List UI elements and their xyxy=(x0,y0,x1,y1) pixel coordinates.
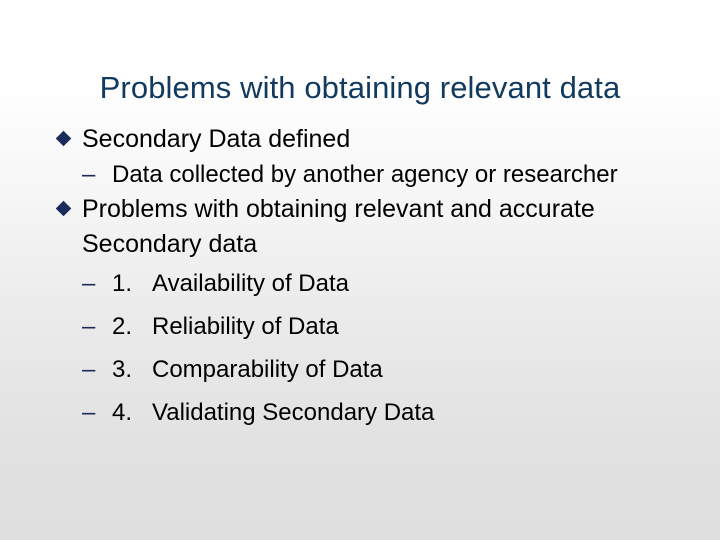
dash-bullet-icon: – xyxy=(82,356,96,383)
dash-bullet-icon: – xyxy=(82,161,96,188)
numbered-item: – 3. Comparability of Data xyxy=(56,348,696,391)
bullet-text: Problems with obtaining relevant and acc… xyxy=(82,195,595,258)
dash-bullet-icon: – xyxy=(82,313,96,340)
item-number: 1. xyxy=(112,270,133,297)
slide-title: Problems with obtaining relevant data xyxy=(99,69,621,105)
item-number: 2. xyxy=(112,313,133,340)
bullet-item-level2: – Data collected by another agency or re… xyxy=(56,157,696,192)
item-number: 3. xyxy=(112,356,133,383)
bullet-item-level1: Problems with obtaining relevant and acc… xyxy=(55,192,696,262)
diamond-bullet-icon xyxy=(55,130,72,147)
bullet-text: Validating Secondary Data xyxy=(152,399,435,426)
bullet-item-level1: Secondary Data defined xyxy=(55,122,696,157)
numbered-item: – 2. Reliability of Data xyxy=(56,305,696,348)
slide-body-outline: Secondary Data defined – Data collected … xyxy=(55,122,696,434)
diamond-bullet-icon xyxy=(55,200,72,217)
bullet-text: Reliability of Data xyxy=(152,313,339,340)
bullet-text: Secondary Data defined xyxy=(82,125,351,153)
numbered-item: – 1. Availability of Data xyxy=(56,262,696,305)
numbered-item: – 4. Validating Secondary Data xyxy=(56,391,696,434)
bullet-text: Comparability of Data xyxy=(152,356,383,383)
dash-bullet-icon: – xyxy=(82,399,96,426)
dash-bullet-icon: – xyxy=(82,270,96,297)
bullet-text: Data collected by another agency or rese… xyxy=(112,161,618,188)
bullet-text: Availability of Data xyxy=(152,270,349,297)
item-number: 4. xyxy=(112,399,133,426)
